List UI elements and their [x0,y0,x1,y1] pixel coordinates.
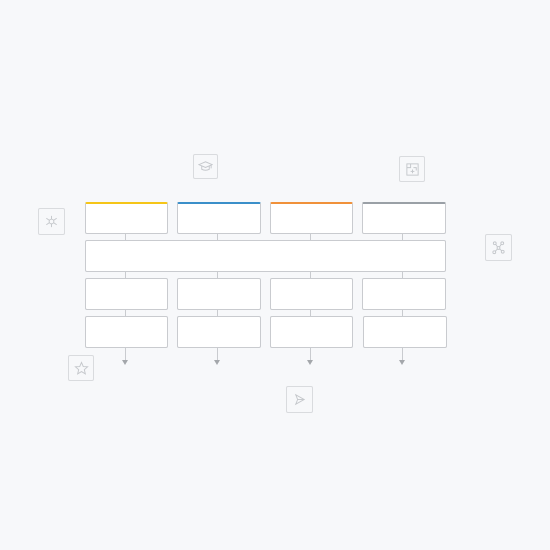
cell-r1-c3 [270,278,353,310]
molecule-icon [485,234,512,261]
column-header-4 [362,202,446,234]
star-icon [68,355,94,381]
cell-r1-c1 [85,278,168,310]
arrow-col-4 [399,360,405,365]
puzzle-icon [399,156,425,182]
paper-plane-icon [286,386,313,413]
spanning-bar [85,240,446,272]
graduation-cap-icon [193,154,218,179]
arrow-col-3 [307,360,313,365]
cell-r1-c2 [177,278,261,310]
arrow-col-1 [122,360,128,365]
column-header-2 [177,202,261,234]
cell-r2-c1 [85,316,168,348]
column-header-3 [270,202,353,234]
cell-r2-c3 [270,316,353,348]
arrow-col-2 [214,360,220,365]
network-icon [38,208,65,235]
cell-r1-c4 [362,278,446,310]
cell-r2-c4 [363,316,447,348]
column-header-1 [85,202,168,234]
cell-r2-c2 [177,316,261,348]
